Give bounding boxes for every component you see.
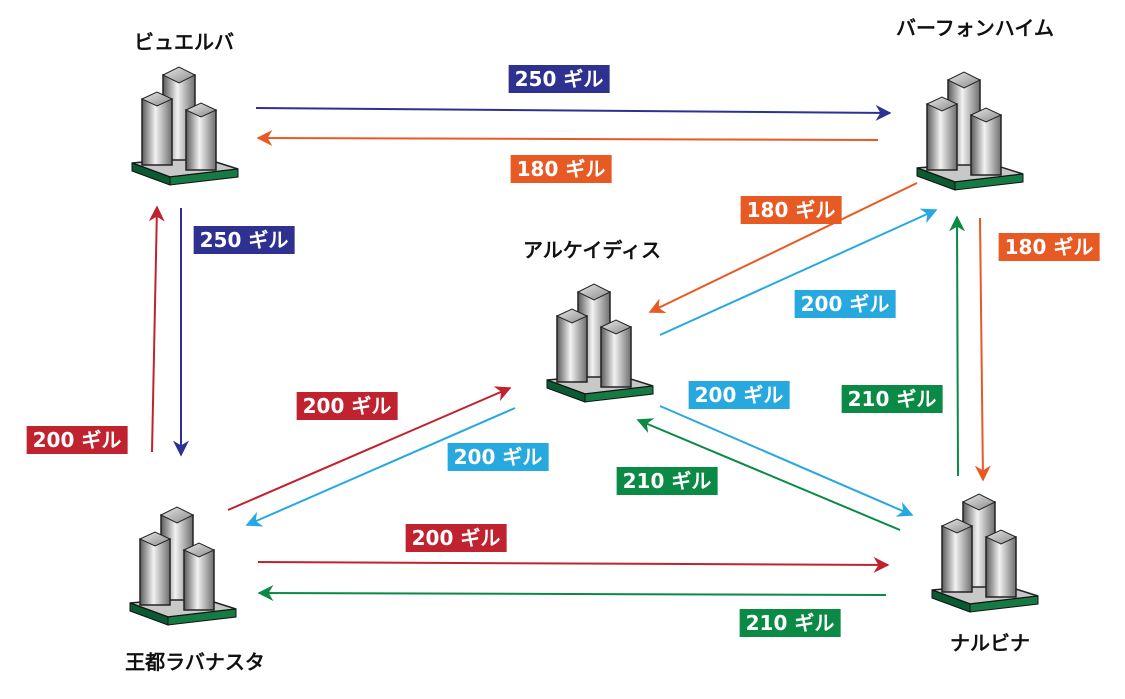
archades-building-icon <box>546 283 654 403</box>
price-rabanastre-to-nalbina: 200 ギル <box>405 524 507 552</box>
arrow-archades-to-nalbina <box>659 405 914 517</box>
arrow-rabanastre-to-nalbina <box>257 556 890 573</box>
price-vyuelva-to-balfonheim: 250 ギル <box>508 65 610 93</box>
city-label-rabanastre: 王都ラバナスタ <box>125 650 265 674</box>
vyuelva-building-icon <box>131 66 239 186</box>
price-archades-to-nalbina: 200 ギル <box>688 381 790 409</box>
price-rabanastre-to-archades: 200 ギル <box>296 392 398 420</box>
arrow-balfonheim-to-archades <box>648 182 918 313</box>
arrow-balfonheim-to-vyuelva <box>256 130 879 147</box>
price-rabanastre-to-vyuelva: 200 ギル <box>26 426 128 454</box>
arrow-nalbina-to-rabanastre <box>257 585 887 602</box>
arrow-nalbina-to-balfonheim <box>949 215 966 477</box>
arrow-rabanastre-to-vyuelva <box>148 205 165 453</box>
price-nalbina-to-archades: 210 ギル <box>616 467 718 495</box>
rabanastre-building-icon <box>129 506 237 626</box>
price-balfonheim-to-vyuelva: 180 ギル <box>510 155 612 183</box>
arrow-balfonheim-to-nalbina <box>974 217 991 482</box>
balfonheim-building-icon <box>916 71 1024 191</box>
price-vyuelva-to-rabanastre: 250 ギル <box>193 226 295 254</box>
price-balfonheim-to-nalbina: 180 ギル <box>998 233 1100 261</box>
price-nalbina-to-balfonheim: 210 ギル <box>841 385 943 413</box>
arrow-archades-to-balfonheim <box>659 208 938 336</box>
arrow-vyuelva-to-balfonheim <box>255 104 892 121</box>
price-archades-to-balfonheim: 200 ギル <box>794 290 896 318</box>
city-label-nalbina: ナルビナ <box>950 631 1030 655</box>
city-label-archades: アルケイディス <box>523 238 661 262</box>
price-balfonheim-to-archades: 180 ギル <box>740 196 842 224</box>
arrow-nalbina-to-archades <box>636 418 901 531</box>
price-nalbina-to-rabanastre: 210 ギル <box>739 609 841 637</box>
nalbina-building-icon <box>931 493 1039 613</box>
city-label-balfonheim: バーフォンハイム <box>896 16 1054 40</box>
price-archades-to-rabanastre: 200 ギル <box>447 443 549 471</box>
city-label-vyuelva: ビュエルバ <box>134 30 234 54</box>
arrow-rabanastre-to-archades <box>227 386 512 511</box>
arrow-archades-to-rabanastre <box>245 407 516 527</box>
